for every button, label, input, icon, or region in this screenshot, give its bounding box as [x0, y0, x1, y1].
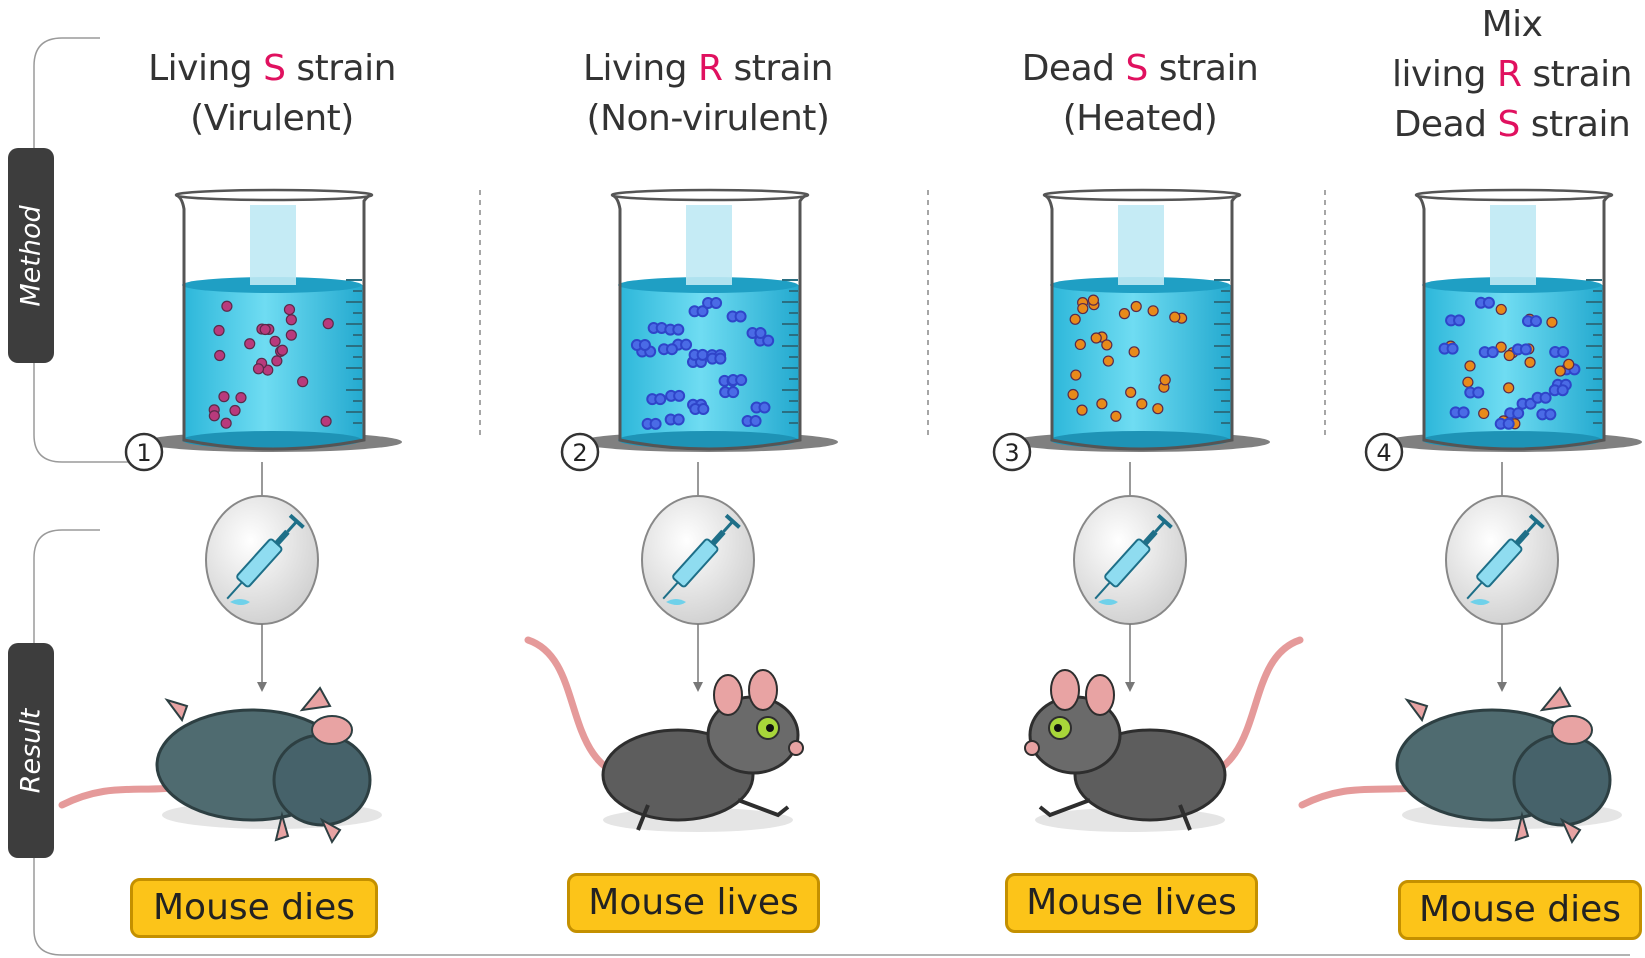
- step-number: 2: [572, 439, 587, 467]
- column-title-line: Dead S strain: [1342, 100, 1645, 150]
- column-3: 3: [994, 190, 1300, 832]
- beaker-icon: [142, 190, 402, 452]
- beaker-icon: [1010, 190, 1270, 452]
- result-box: Mouse dies: [130, 878, 378, 938]
- result-box: Mouse lives: [1005, 873, 1258, 933]
- syringe-icon: [1074, 496, 1186, 624]
- column-title-line: Living S strain: [102, 44, 442, 94]
- title-text: Living: [148, 48, 263, 89]
- title-text: (Non-virulent): [587, 98, 830, 139]
- column-title-line: (Non-virulent): [538, 94, 878, 144]
- column-title-line: living R strain: [1342, 50, 1645, 100]
- column-2: 2: [528, 190, 838, 832]
- title-text: Living: [583, 48, 698, 89]
- strain-letter: S: [263, 48, 285, 89]
- title-text: strain: [1521, 54, 1632, 95]
- syringe-icon: [206, 496, 318, 624]
- title-text: (Heated): [1063, 98, 1217, 139]
- strain-letter: R: [698, 48, 723, 89]
- step-number: 4: [1376, 439, 1391, 467]
- title-text: strain: [285, 48, 396, 89]
- step-number: 3: [1004, 439, 1019, 467]
- method-tab: Method: [8, 148, 54, 363]
- strain-letter: R: [1497, 54, 1522, 95]
- column-title-line: Living R strain: [538, 44, 878, 94]
- mouse-icon: [1302, 688, 1622, 842]
- column-1: 1: [62, 190, 402, 842]
- mouse-icon: [1025, 640, 1300, 832]
- mouse-icon: [62, 688, 382, 842]
- title-text: strain: [1148, 48, 1259, 89]
- title-text: living: [1392, 54, 1497, 95]
- step-number: 1: [136, 439, 151, 467]
- title-text: Dead: [1022, 48, 1126, 89]
- result-box: Mouse lives: [567, 873, 820, 933]
- strain-letter: S: [1497, 104, 1519, 145]
- result-box: Mouse dies: [1398, 880, 1642, 940]
- strain-letter: S: [1125, 48, 1147, 89]
- column-title-line: Dead S strain: [970, 44, 1310, 94]
- title-text: strain: [723, 48, 834, 89]
- result-tab: Result: [8, 643, 54, 858]
- syringe-icon: [642, 496, 754, 624]
- syringe-icon: [1446, 496, 1558, 624]
- title-text: (Virulent): [190, 98, 354, 139]
- column-title-line: Mix: [1342, 0, 1645, 50]
- title-text: Dead: [1394, 104, 1498, 145]
- column-title-line: (Virulent): [102, 94, 442, 144]
- title-text: Mix: [1482, 4, 1543, 45]
- result-label: Result: [16, 708, 47, 793]
- method-label: Method: [16, 205, 47, 306]
- mouse-icon: [528, 640, 803, 832]
- title-text: strain: [1520, 104, 1631, 145]
- column-title-line: (Heated): [970, 94, 1310, 144]
- column-4: 4: [1302, 190, 1642, 842]
